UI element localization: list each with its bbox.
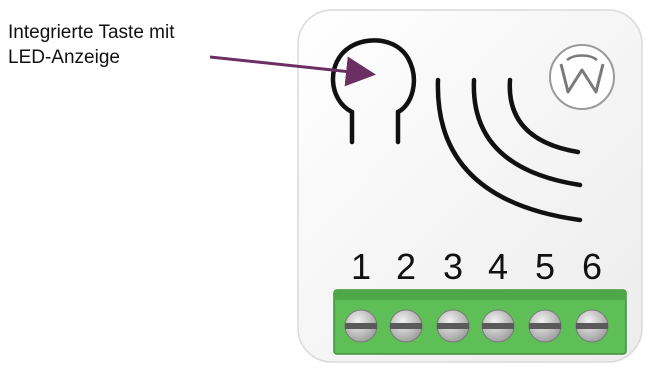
terminal-numbers: 1 2 3 4 5 6	[351, 246, 602, 287]
terminal-number: 1	[351, 246, 371, 287]
callout-line-2: LED-Anzeige	[8, 47, 120, 68]
wireless-signal-icon	[435, 77, 583, 223]
brand-logo-icon	[549, 44, 615, 110]
terminal-screw	[575, 309, 609, 343]
terminal-number: 5	[535, 246, 555, 287]
terminal-screw	[528, 309, 562, 343]
callout-label: Integrierte Taste mit LED-Anzeige	[8, 20, 175, 70]
terminal-screw	[389, 309, 423, 343]
terminal-number: 4	[488, 246, 508, 287]
terminal-screw	[436, 309, 470, 343]
terminal-screw	[481, 309, 515, 343]
callout-arrow	[209, 55, 376, 87]
terminal-screws	[344, 309, 609, 343]
device-body	[297, 9, 643, 363]
terminal-screw	[344, 309, 378, 343]
terminal-number: 3	[443, 246, 463, 287]
terminal-number: 2	[396, 246, 416, 287]
callout-line-1: Integrierte Taste mit	[8, 22, 175, 43]
button-led-icon	[330, 38, 417, 145]
terminal-number: 6	[582, 246, 602, 287]
